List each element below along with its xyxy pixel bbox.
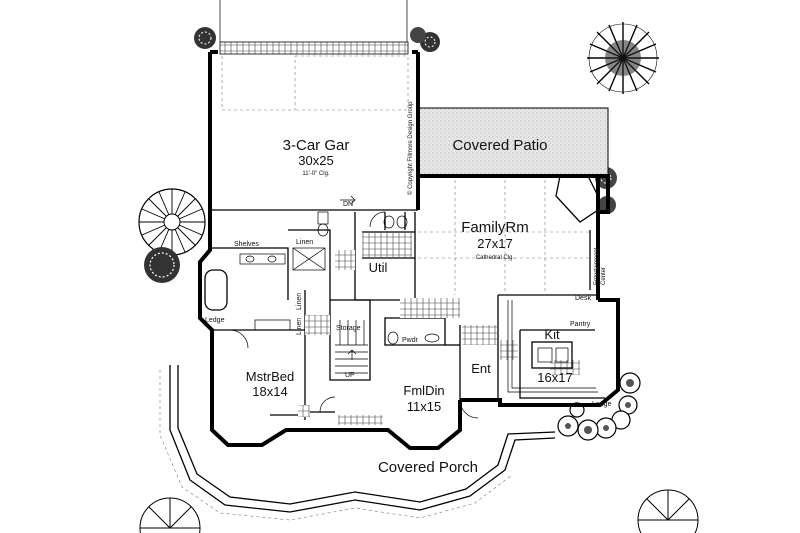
staircase: [335, 320, 368, 374]
arrow-icon: [347, 349, 357, 360]
storage-label: Storage: [336, 325, 361, 332]
covered-patio: [417, 107, 609, 177]
entry-label: Ent: [471, 361, 491, 376]
toilet-icon: [424, 333, 440, 343]
shrub-cluster-icon: [565, 379, 634, 434]
master-bedroom-label: MstrBed: [246, 369, 294, 384]
tile-flooring: [298, 233, 580, 425]
vanity: [239, 253, 286, 265]
dining-label: FmlDin: [403, 383, 444, 398]
bathtub: [204, 269, 228, 311]
family-note: Cathedral Clg.: [476, 255, 515, 261]
utility-label: Util: [369, 260, 388, 275]
sink-icon: [245, 255, 255, 263]
center-label: Center: [601, 267, 607, 285]
down-stairs-label: DN: [343, 201, 353, 208]
toilet-icon: [383, 215, 395, 229]
desk-label: Desk: [575, 295, 591, 302]
up-stairs-label: UP: [345, 372, 355, 379]
shower: [292, 247, 326, 271]
exterior-walls: [198, 174, 620, 450]
family-size: 27x17: [477, 236, 512, 251]
toilet-icon: [387, 331, 399, 345]
tree-icon: [587, 22, 659, 94]
porch-label: Covered Porch: [378, 459, 478, 476]
pantry-label: Pantry: [570, 321, 591, 328]
shelves-label: Shelves: [234, 241, 259, 248]
shrub-icon: [144, 247, 180, 283]
garage: [208, 50, 420, 211]
tree-icon: [138, 188, 206, 256]
tree-icon: [139, 497, 201, 533]
room-labels: 3-Car Gar 30x25 11'-0" Clg. Covered Pati…: [246, 137, 573, 476]
vanity: [254, 319, 291, 331]
toilet-icon: [317, 211, 329, 237]
ledge-label: Ledge: [205, 317, 225, 324]
toilet-icon: [396, 215, 408, 229]
garage-size: 30x25: [298, 153, 333, 168]
garage-note: 11'-0" Clg.: [302, 171, 330, 177]
linen-label: Linen: [296, 293, 303, 310]
shrub-icon: [194, 27, 216, 49]
kitchen-label: Kit: [544, 327, 560, 342]
powder-room-label: Pwdr: [402, 337, 419, 344]
kitchen-island: [531, 341, 573, 369]
arrow-icon: [340, 195, 356, 205]
small-labels: Shelves Linen Linen Linen Ledge Ledge DN…: [205, 101, 612, 408]
porch-railing: [159, 365, 556, 521]
ceiling-beams: [418, 180, 590, 295]
linen-label: Linen: [296, 318, 303, 335]
ledge-label: Ledge: [592, 401, 612, 408]
linen-label: Linen: [296, 239, 313, 246]
garage-label: 3-Car Gar: [283, 137, 350, 154]
patio-label: Covered Patio: [452, 137, 547, 154]
shrub-icon: [410, 27, 426, 43]
entertainment-label: Entertainment: [594, 247, 600, 285]
kitchen-size: 16x17: [537, 370, 572, 385]
driveway: [219, 0, 409, 55]
door-swings: [229, 211, 479, 419]
copyright-text: © Copyright Fillmore Design Group: [407, 101, 414, 195]
kitchen-counter: [507, 300, 598, 393]
tree-icon: [637, 489, 699, 533]
family-label: FamilyRm: [461, 219, 529, 236]
interior-walls: [210, 175, 605, 420]
master-bedroom-size: 18x14: [252, 384, 287, 399]
sink-icon: [267, 255, 277, 263]
dining-size: 11x15: [407, 399, 441, 414]
